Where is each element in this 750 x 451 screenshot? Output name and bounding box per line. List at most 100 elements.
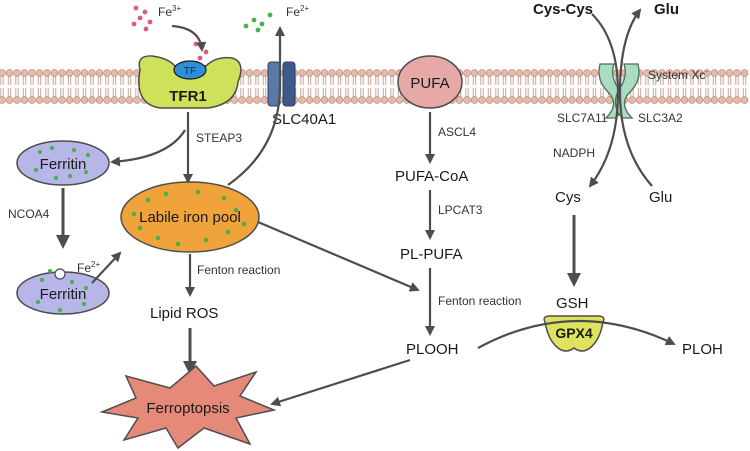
- glu-top-label: Glu: [654, 1, 679, 18]
- lipid-head: [35, 96, 44, 104]
- pufa-coa-label: PUFA-CoA: [395, 168, 468, 185]
- slc40a1-left-half: [267, 61, 281, 107]
- pufa-label: PUFA: [410, 75, 449, 92]
- lipid-head: [598, 96, 606, 104]
- lipid-head: [253, 96, 261, 104]
- lipid-head: [590, 69, 599, 77]
- cystine-import-arrow: [588, 13, 620, 188]
- lipid-head: [320, 96, 329, 104]
- lipid-head: [343, 69, 351, 77]
- acsl4-label: ASCL4: [438, 125, 476, 139]
- fe2-export-group: Fe2+: [227, 4, 309, 186]
- lipid-head: [673, 96, 681, 104]
- lipid-head: [718, 96, 726, 104]
- lipid-head: [553, 96, 561, 104]
- ploh-label: PLOH: [682, 341, 723, 358]
- lipid-head: [553, 69, 561, 77]
- lipid-head: [485, 96, 494, 104]
- lipid-head: [298, 69, 306, 77]
- glu-bottom-label: Glu: [649, 189, 672, 206]
- lipid-head: [373, 69, 381, 77]
- iron-dot: [81, 301, 87, 307]
- slc40a1-label: SLC40A1: [272, 111, 336, 128]
- lipid-head: [335, 69, 344, 77]
- labile-iron-pool: Labile iron pool: [120, 181, 260, 253]
- lipid-head: [658, 96, 666, 104]
- lipid-head: [103, 69, 111, 77]
- lipid-head: [95, 69, 104, 77]
- lipid-head: [388, 96, 396, 104]
- iron-dot: [53, 175, 59, 181]
- fe2-out-label: Fe2+: [286, 4, 309, 19]
- fe3-ion-group: Fe3+: [131, 4, 209, 61]
- plooh-label: PLOOH: [406, 341, 459, 358]
- lipid-head: [0, 69, 6, 77]
- lipid-head: [500, 69, 509, 77]
- lipid-head: [538, 69, 546, 77]
- lipid-head: [688, 69, 696, 77]
- iron-dot: [133, 5, 139, 11]
- lipid-head: [110, 69, 119, 77]
- iron-dot: [142, 9, 148, 15]
- lipid-head: [523, 96, 531, 104]
- lipid-head: [583, 69, 591, 77]
- ncoa4-label: NCOA4: [8, 207, 50, 221]
- pl-pufa-label: PL-PUFA: [400, 246, 463, 263]
- ferroptosis-shape: [99, 364, 277, 450]
- gsh-label: GSH: [556, 295, 589, 312]
- lipid-head: [493, 69, 501, 77]
- lipid-head: [665, 96, 674, 104]
- iron-dot: [71, 147, 77, 153]
- ferritin-top-iron-dots: [33, 145, 91, 181]
- iron-dot: [225, 229, 231, 235]
- lipid-head: [5, 69, 14, 77]
- iron-dot: [57, 307, 63, 313]
- lipid-head: [680, 96, 689, 104]
- fe2-out-dots: [243, 12, 273, 33]
- iron-dot: [143, 26, 149, 32]
- iron-dot: [137, 225, 143, 231]
- iron-dot: [175, 241, 181, 247]
- lipid-head: [575, 96, 584, 104]
- lipid-head: [110, 96, 119, 104]
- lipid-head: [538, 96, 546, 104]
- cys-label: Cys: [555, 189, 581, 206]
- pufa-node: PUFA: [397, 55, 463, 109]
- iron-dot: [197, 55, 203, 61]
- lipid-head: [568, 96, 576, 104]
- lipid-head: [313, 69, 321, 77]
- lipid-head: [463, 96, 471, 104]
- lipid-head: [470, 69, 479, 77]
- lipid-head: [20, 96, 29, 104]
- lipid-head: [365, 96, 374, 104]
- lipid-head: [395, 96, 404, 104]
- lipid-head: [650, 96, 659, 104]
- lipid-head: [230, 96, 239, 104]
- lipid-head: [530, 69, 539, 77]
- gpx4-label: GPX4: [555, 325, 593, 341]
- slc40a1-channel: SLC40A1: [267, 61, 336, 128]
- lipid-head: [80, 69, 89, 77]
- lipid-head: [80, 96, 89, 104]
- lipid-head: [50, 96, 59, 104]
- lipid-head: [478, 69, 486, 77]
- lipid-head: [725, 69, 734, 77]
- iron-dot: [137, 15, 143, 21]
- lipid-head: [568, 69, 576, 77]
- iron-dot: [35, 299, 41, 305]
- system-xc-label: System Xc-: [648, 67, 708, 82]
- lipid-head: [508, 96, 516, 104]
- lipid-head: [28, 69, 36, 77]
- lipid-head: [688, 96, 696, 104]
- lipid-head: [635, 96, 644, 104]
- lipid-head: [560, 96, 569, 104]
- fe2-release-label: Fe2+: [77, 260, 100, 275]
- fe2-release-arrow: [91, 251, 122, 284]
- fenton-left-label: Fenton reaction: [197, 263, 280, 277]
- tf-protein: [173, 60, 207, 80]
- labile-iron-pool-dots: [131, 189, 247, 247]
- iron-export-arrow: [227, 26, 285, 186]
- iron-dot: [195, 189, 201, 195]
- lipid-head: [485, 69, 494, 77]
- lipid-head: [628, 96, 636, 104]
